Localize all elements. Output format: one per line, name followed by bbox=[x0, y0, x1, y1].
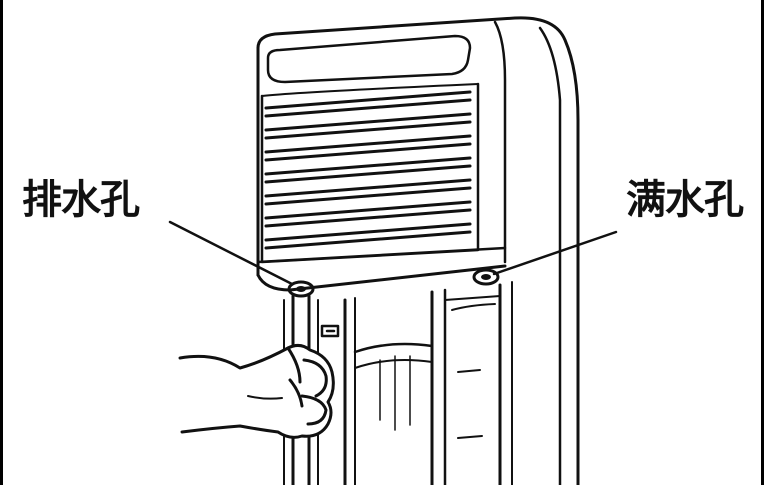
drain-hole-leader bbox=[170, 222, 292, 284]
water-tank bbox=[345, 282, 512, 485]
full-water-hole-leader bbox=[494, 232, 616, 274]
full-water-hole-label: 满水孔 bbox=[626, 180, 743, 220]
drain-hole-label: 排水孔 bbox=[22, 180, 139, 220]
hand-icon bbox=[180, 345, 333, 437]
full-water-hole-marker bbox=[474, 270, 498, 284]
air-grille bbox=[262, 84, 478, 262]
latch-icon bbox=[322, 326, 338, 336]
